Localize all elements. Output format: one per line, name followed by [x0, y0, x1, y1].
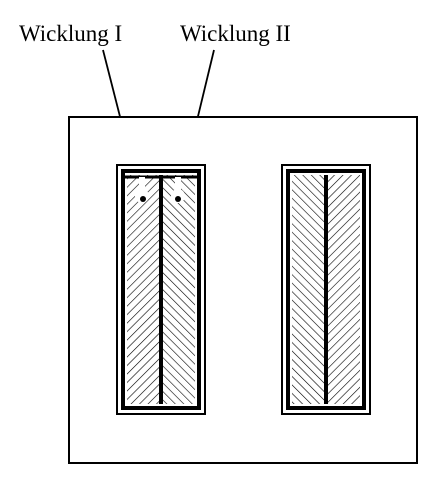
right-coil-left: [292, 175, 324, 404]
right-coil-right: [328, 175, 360, 404]
left-window-inner: [121, 169, 201, 410]
right-window-inner: [286, 169, 366, 410]
label-winding-1: Wicklung I: [19, 21, 122, 46]
lead-channel-1: [139, 177, 145, 195]
left-window: [116, 164, 206, 415]
winding-2-coil: [163, 175, 195, 404]
right-window: [281, 164, 371, 415]
winding-1-coil: [127, 175, 159, 404]
label-winding-2: Wicklung II: [180, 21, 291, 46]
winding-1-lead-dot: [140, 196, 146, 202]
lead-channel-2: [175, 177, 181, 195]
winding-2-lead-dot: [175, 196, 181, 202]
